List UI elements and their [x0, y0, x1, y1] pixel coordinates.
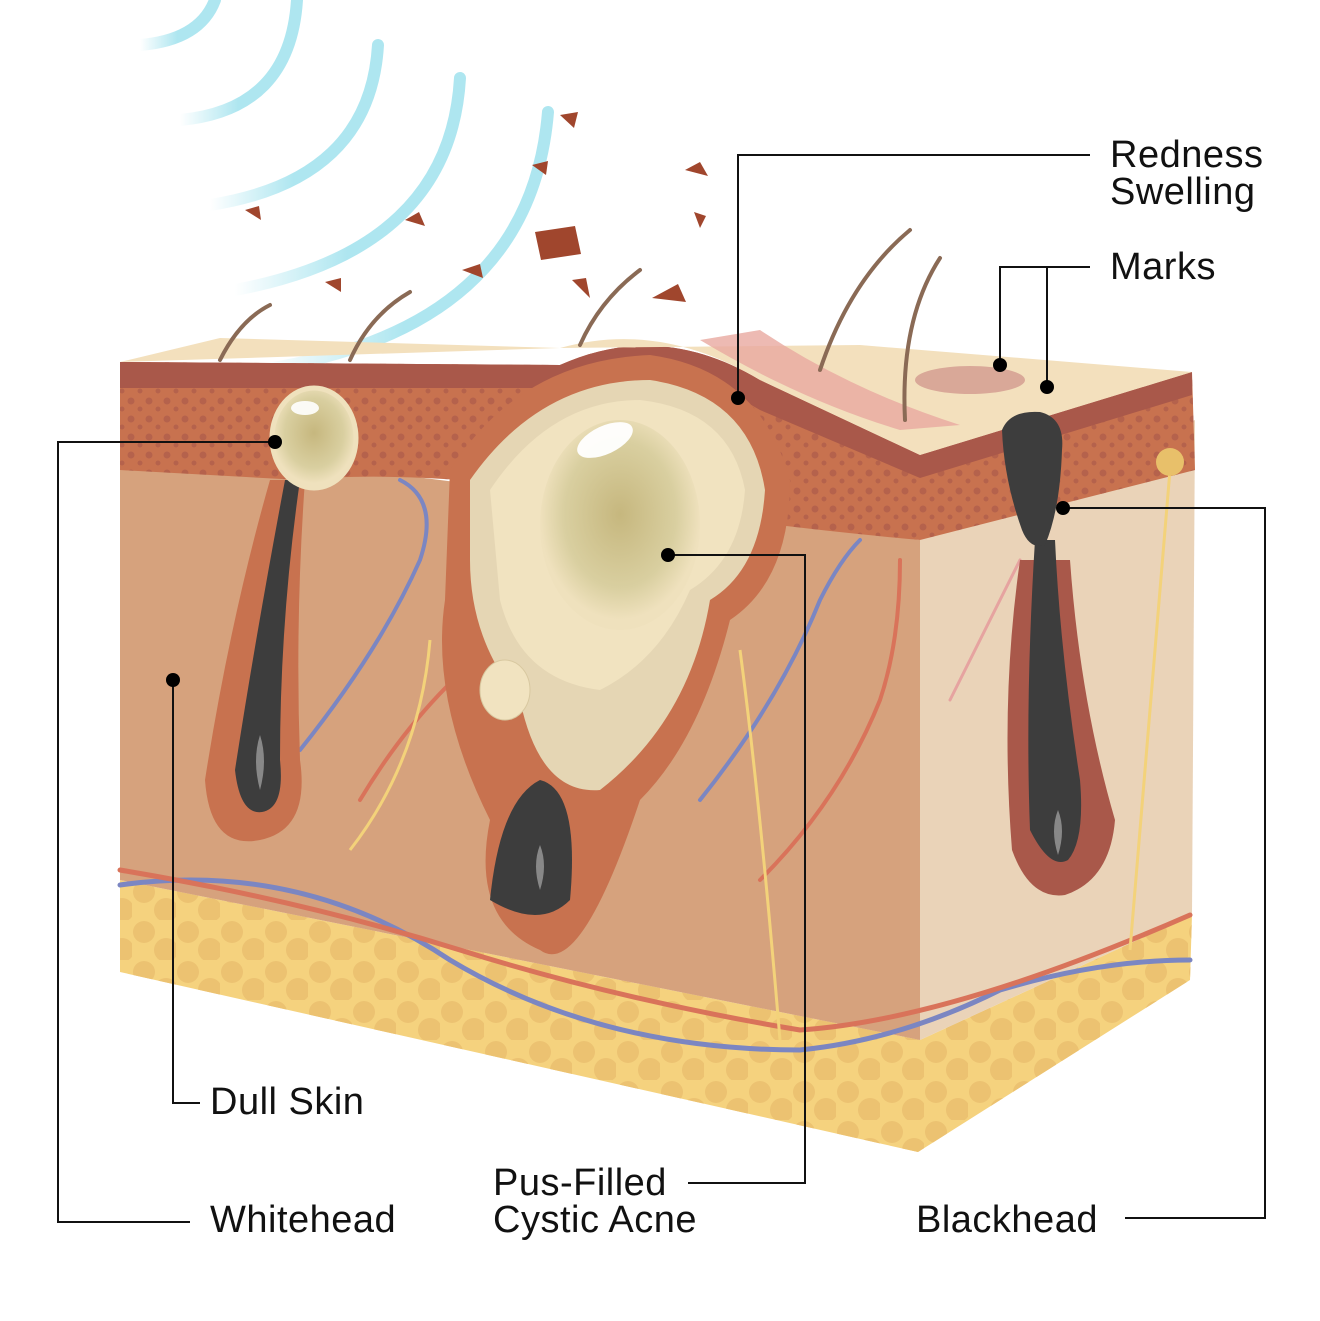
- skin-debris: [245, 112, 708, 302]
- blackhead-follicle: [1002, 411, 1115, 896]
- label-marks: Marks: [1110, 246, 1216, 288]
- label-whitehead: Whitehead: [210, 1199, 397, 1241]
- leader-lines: [57, 154, 1266, 1223]
- whitehead-follicle: [205, 385, 359, 842]
- cystic-acne: [442, 355, 790, 955]
- redness-area: [700, 330, 960, 430]
- label-cystic-acne: Cystic Acne: [493, 1199, 698, 1241]
- label-blackhead: Blackhead: [916, 1199, 1098, 1241]
- light-waves: [134, 0, 554, 376]
- leader-dots: [166, 358, 1070, 687]
- nerve-ending: [1156, 448, 1184, 476]
- label-swelling: Swelling: [1110, 171, 1256, 213]
- nerves: [348, 469, 1172, 1041]
- label-dull-skin: Dull Skin: [210, 1081, 365, 1123]
- blood-vessels: [117, 478, 1193, 1053]
- label-redness: Redness: [1110, 134, 1264, 176]
- mark-spot: [915, 366, 1025, 394]
- label-pus-filled: Pus-Filled: [493, 1162, 667, 1204]
- fat-layer: [120, 880, 1192, 1152]
- stratum-corneum: [120, 345, 1192, 478]
- surface-hairs: [218, 228, 942, 422]
